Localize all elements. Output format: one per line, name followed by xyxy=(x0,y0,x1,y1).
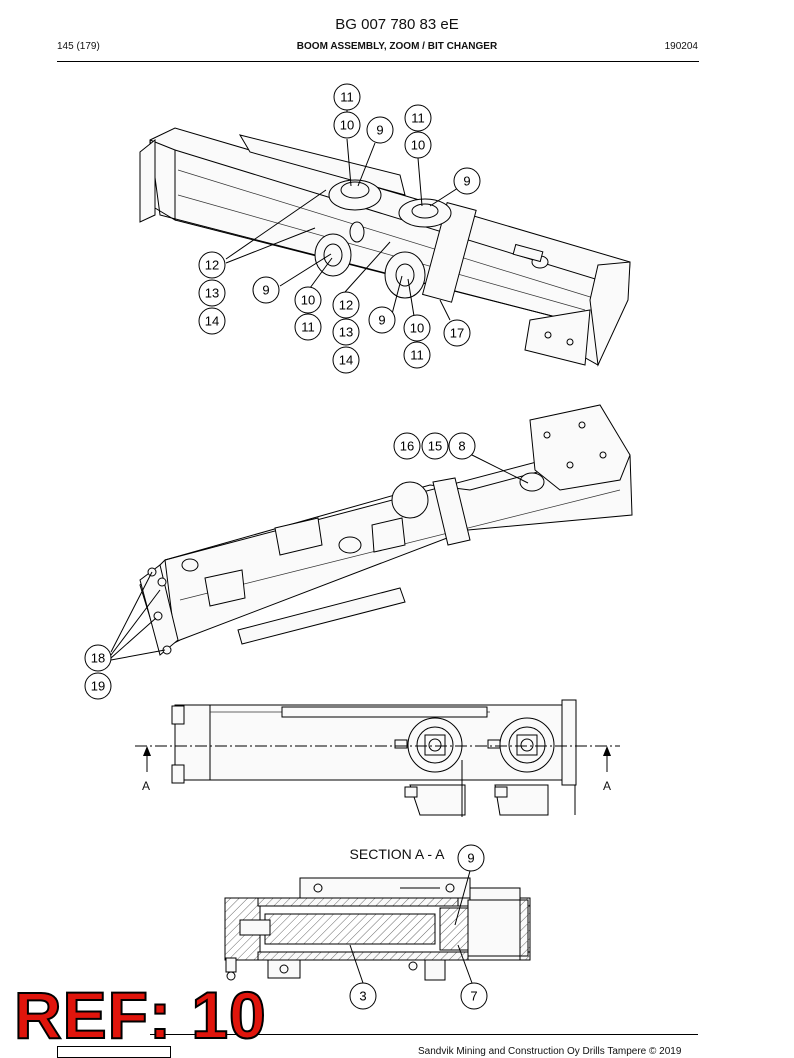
ref-watermark: REF: 10 xyxy=(13,978,267,1052)
svg-text:7: 7 xyxy=(470,989,477,1004)
callout-13b: 13 xyxy=(332,318,360,346)
svg-text:19: 19 xyxy=(91,679,105,694)
svg-text:10: 10 xyxy=(411,138,425,153)
svg-text:11: 11 xyxy=(410,348,424,363)
svg-text:8: 8 xyxy=(458,439,465,454)
callout-12a: 12 xyxy=(198,251,226,279)
footer-rule xyxy=(150,1034,698,1035)
leaders-fig4 xyxy=(349,870,473,984)
svg-text:11: 11 xyxy=(340,90,354,105)
svg-text:18: 18 xyxy=(91,651,105,666)
callout-17: 17 xyxy=(443,319,471,347)
callout-11d: 11 xyxy=(403,341,431,369)
boom-isometric-middle xyxy=(139,404,633,656)
callout-11c: 11 xyxy=(294,313,322,341)
svg-text:9: 9 xyxy=(463,174,470,189)
svg-text:11: 11 xyxy=(301,320,315,335)
document-code: BG 007 780 83 eE xyxy=(335,16,459,33)
callout-14b: 14 xyxy=(332,346,360,374)
page-number: 145 (179) xyxy=(57,41,100,52)
document-date: 190204 xyxy=(664,41,698,52)
svg-text:9: 9 xyxy=(378,313,385,328)
svg-text:10: 10 xyxy=(301,293,315,308)
boom-isometric-top xyxy=(139,127,631,367)
svg-text:10: 10 xyxy=(340,118,354,133)
svg-text:15: 15 xyxy=(428,439,442,454)
page-title: BOOM ASSEMBLY, ZOOM / BIT CHANGER xyxy=(296,41,498,52)
callout-16: 16 xyxy=(393,432,421,460)
callout-9d: 9 xyxy=(368,306,396,334)
callout-10d: 10 xyxy=(403,314,431,342)
svg-text:14: 14 xyxy=(205,314,219,329)
section-a-a xyxy=(224,877,531,981)
callout-11a: 11 xyxy=(333,83,361,111)
callout-10a: 10 xyxy=(333,111,361,139)
svg-text:12: 12 xyxy=(205,258,219,273)
callout-12b: 12 xyxy=(332,291,360,319)
svg-text:16: 16 xyxy=(400,439,414,454)
svg-text:3: 3 xyxy=(359,989,366,1004)
svg-text:12: 12 xyxy=(339,298,353,313)
svg-text:13: 13 xyxy=(205,286,219,301)
callout-11b: 11 xyxy=(404,104,432,132)
callout-3: 3 xyxy=(349,982,377,1010)
callout-19: 19 xyxy=(84,672,112,700)
callout-18: 18 xyxy=(84,644,112,672)
section-title: SECTION A - A xyxy=(349,846,445,862)
section-marker-right: A xyxy=(603,779,612,793)
footer-copyright: Sandvik Mining and Construction Oy Drill… xyxy=(418,1046,682,1057)
callout-9e: 9 xyxy=(457,844,485,872)
svg-text:9: 9 xyxy=(376,123,383,138)
callout-7: 7 xyxy=(460,982,488,1010)
callout-14a: 14 xyxy=(198,307,226,335)
boom-plan-view xyxy=(135,699,620,817)
callout-9c: 9 xyxy=(252,276,280,304)
callout-9a: 9 xyxy=(366,116,394,144)
callout-group: 11 10 9 11 10 9 12 13 14 9 10 11 12 13 1… xyxy=(84,83,488,1010)
svg-text:9: 9 xyxy=(467,851,474,866)
svg-text:17: 17 xyxy=(450,326,464,341)
svg-text:13: 13 xyxy=(339,325,353,340)
leaders-fig2 xyxy=(110,453,529,661)
svg-text:10: 10 xyxy=(410,321,424,336)
callout-8: 8 xyxy=(448,432,476,460)
section-marker-left: A xyxy=(142,779,151,793)
callout-15: 15 xyxy=(421,432,449,460)
callout-10c: 10 xyxy=(294,286,322,314)
svg-text:9: 9 xyxy=(262,283,269,298)
svg-text:11: 11 xyxy=(411,111,425,126)
callout-13a: 13 xyxy=(198,279,226,307)
svg-text:14: 14 xyxy=(339,353,353,368)
callout-10b: 10 xyxy=(404,131,432,159)
callout-9b: 9 xyxy=(453,167,481,195)
header-rule xyxy=(57,61,699,62)
